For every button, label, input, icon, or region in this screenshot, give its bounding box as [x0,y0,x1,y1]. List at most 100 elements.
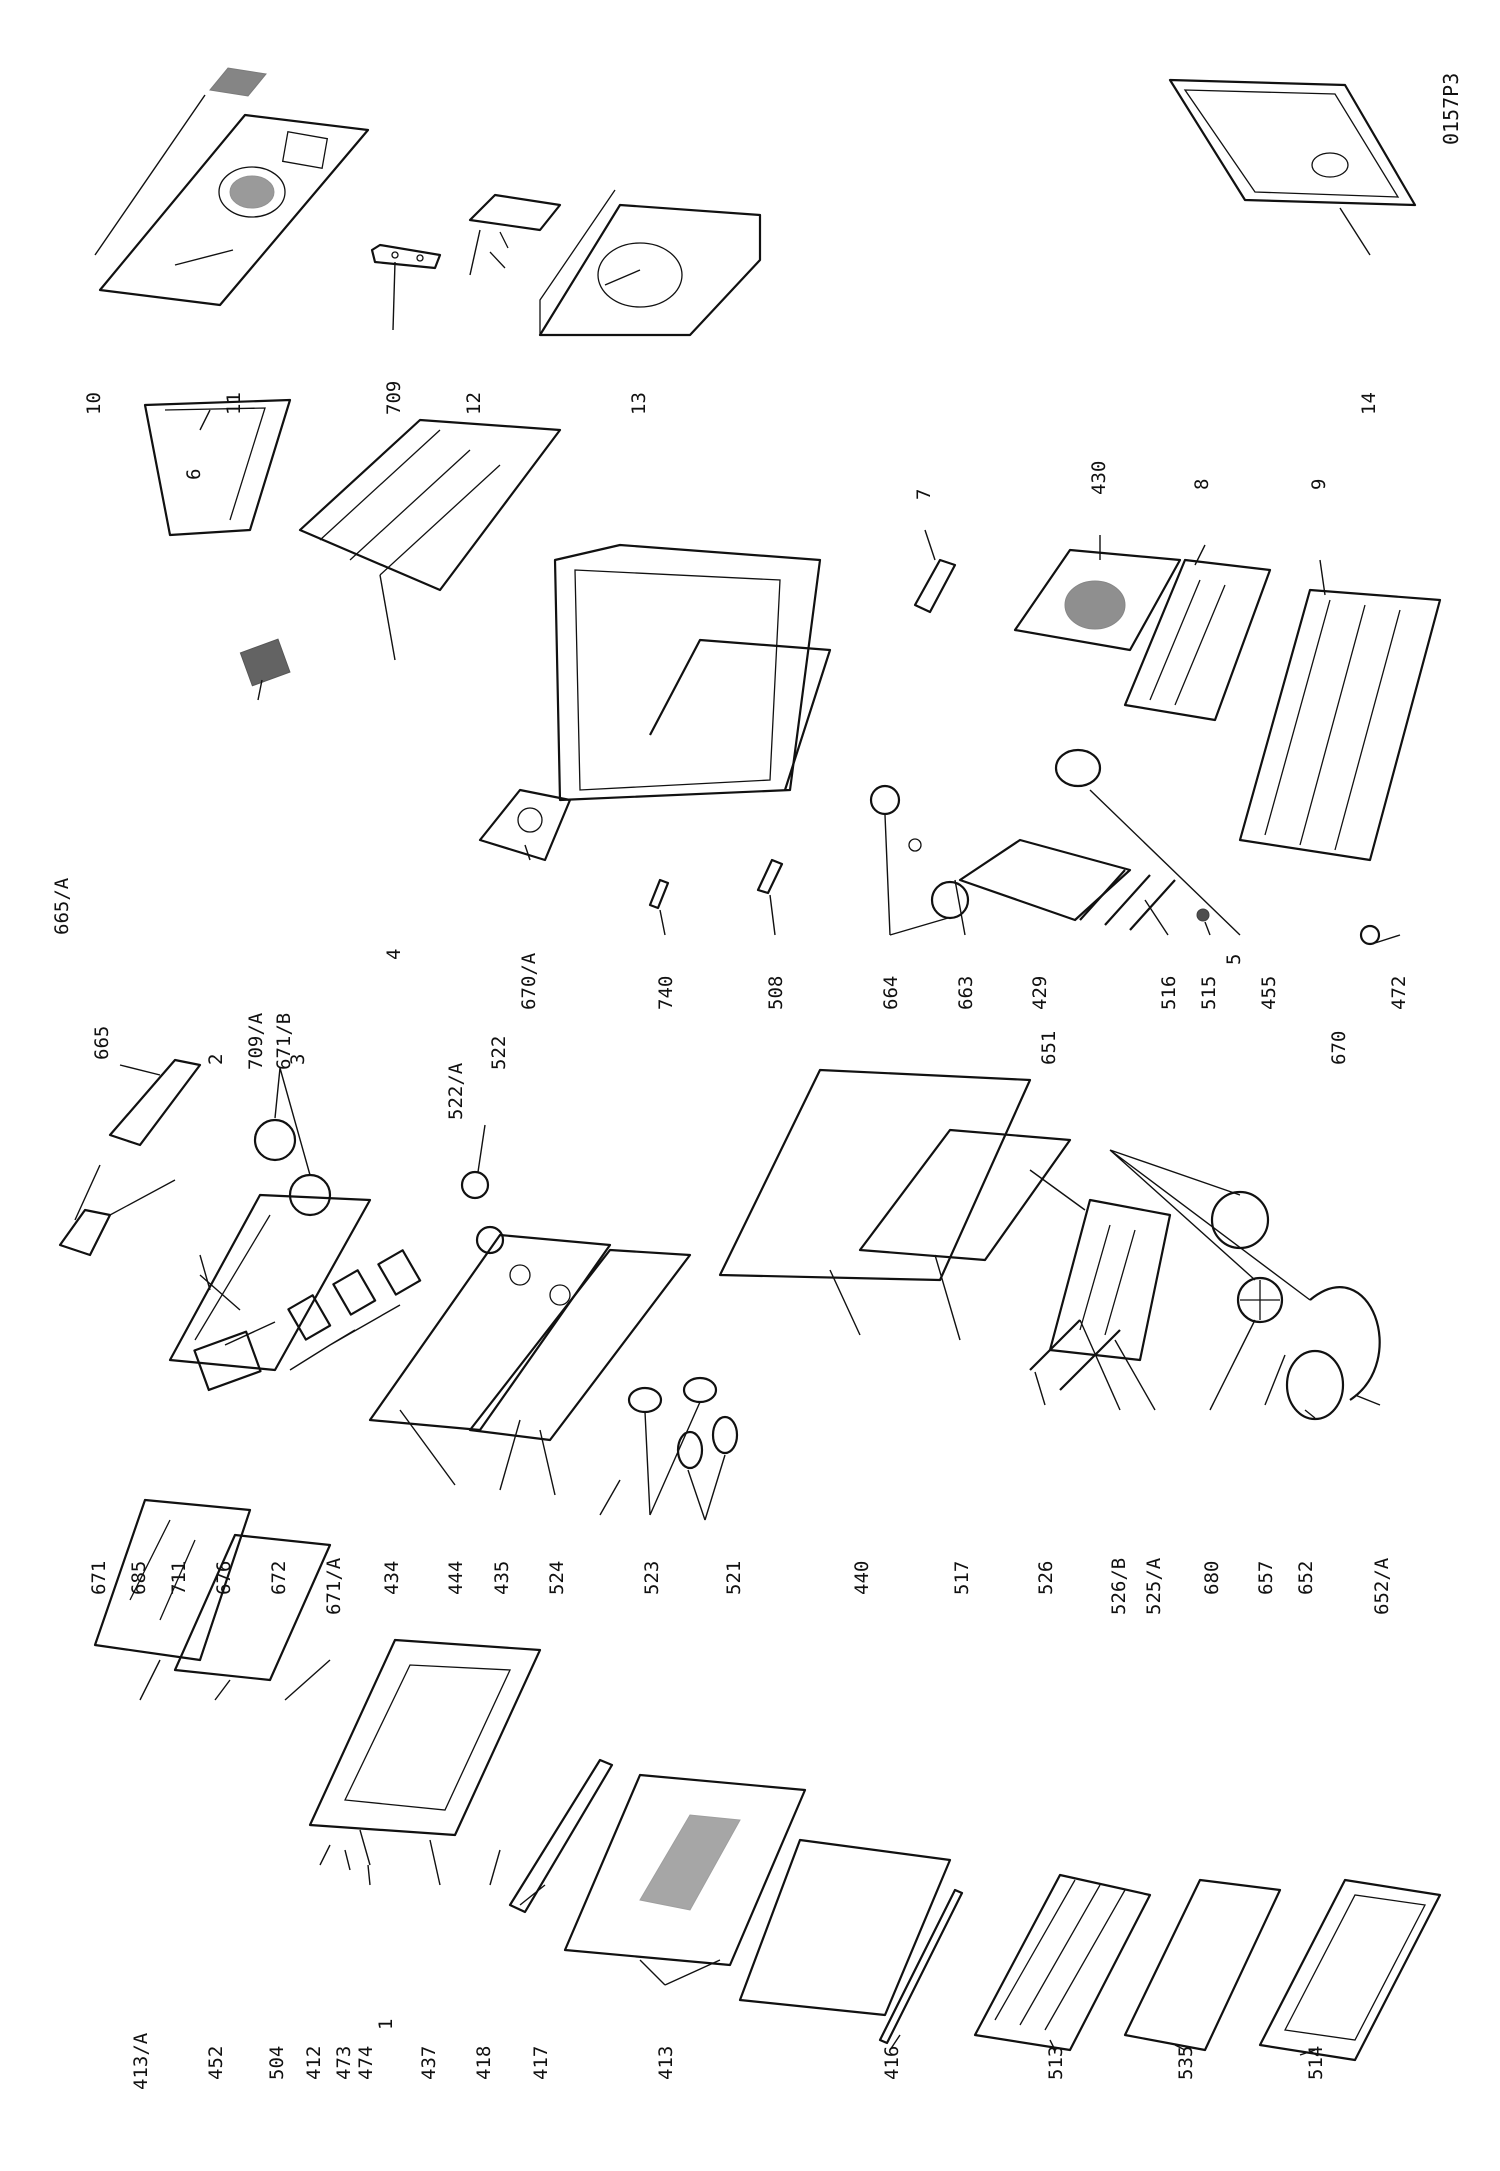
part-clip-508 [756,858,784,895]
part-bracket-12 [468,193,562,269]
label-526: 526 [1035,1561,1057,1595]
label-1: 1 [375,2019,397,2030]
part-door-inner-413 [563,1773,807,1967]
part-cable-665A [58,1179,176,1257]
label-665: 665 [91,1026,113,1060]
part-door-panel-inner [738,1838,952,2017]
label-418: 418 [473,2046,495,2080]
part-door-glass-413A [93,1498,252,1662]
part-fan-housing-13 [538,189,762,337]
label-665A: 665/A [51,877,73,935]
part-lamp-holder-664 [869,784,970,920]
part-hinge-strip-416 [878,1888,964,2045]
label-417: 417 [530,2046,552,2080]
label-8: 8 [1191,479,1213,490]
part-inner-back-14 [1168,78,1417,207]
label-11: 11 [223,392,245,415]
label-2: 2 [205,1054,227,1065]
part-grill-element-517 [858,1128,1072,1262]
part-terminal-block-665 [108,1058,202,1147]
label-429: 429 [1029,976,1051,1010]
label-473: 473 [333,2046,355,2080]
part-timer-676 [193,1330,262,1392]
label-651: 651 [1038,1031,1060,1065]
part-switch-709A [239,638,291,687]
label-535: 535 [1175,2046,1197,2080]
part-control-panel-711 [168,1193,372,1372]
label-740: 740 [655,976,677,1010]
part-front-panel-434 [368,1233,612,1432]
part-hinge-7 [913,558,957,614]
part-wire-rack-513 [973,1873,1152,2052]
label-513: 513 [1045,2046,1067,2080]
label-7: 7 [913,489,935,500]
label-670: 670 [1328,1031,1350,1065]
parts-artwork [58,67,1442,2062]
part-oven-cavity [553,543,832,802]
label-657: 657 [1255,1561,1277,1595]
part-knob-caps-521 [676,1415,739,1470]
label-526B: 526/B [1108,1558,1130,1615]
part-heating-element-652A [1309,1286,1381,1401]
part-roasting-pan-514 [1258,1878,1442,2062]
label-472: 472 [1388,976,1410,1010]
label-670A: 670/A [518,952,540,1010]
part-knobs-523 [627,1376,718,1414]
label-6: 6 [183,469,205,480]
part-side-panel-4 [298,418,562,592]
label-663: 663 [955,976,977,1010]
label-452: 452 [205,2046,227,2080]
label-676: 676 [213,1561,235,1595]
part-rails-516 [1079,869,1176,931]
label-444: 444 [445,1561,467,1595]
part-grill-element-651 [1048,1198,1172,1362]
label-522A: 522/A [445,1062,467,1120]
part-selector-switches-671A [287,1249,422,1341]
label-671B: 671/B [273,1013,295,1070]
label-474: 474 [355,2046,377,2080]
label-671A: 671/A [323,1557,345,1615]
label-517: 517 [951,1561,973,1595]
part-lamp-522 [460,1170,505,1255]
part-door-handle-417 [508,1758,614,1914]
leader-lines [74,94,1401,2056]
part-element-526 [1029,1319,1121,1391]
part-fan-blade-680 [1236,1276,1284,1324]
label-440: 440 [851,1561,873,1595]
part-bracket-709 [370,243,442,270]
label-4: 4 [383,949,405,960]
part-fan-motor-670 [1210,1190,1270,1250]
part-knob-671B [253,1118,332,1217]
part-labels: 10 11 709 12 13 14 6 4 709/A 670/A 7 430… [51,381,1410,2090]
label-652: 652 [1295,1561,1317,1595]
label-413: 413 [655,2046,677,2080]
part-side-panel-9 [1238,588,1442,862]
label-522: 522 [488,1036,510,1070]
part-glass-seal-452 [173,1533,332,1682]
part-top-strip-6 [143,398,292,537]
label-711: 711 [168,1561,190,1595]
label-521: 521 [723,1561,745,1595]
label-525A: 525/A [1143,1557,1165,1615]
label-430: 430 [1088,461,1110,495]
part-circular-element-652 [1285,1349,1345,1421]
label-523: 523 [641,1561,663,1595]
part-door-seal-440 [718,1068,1032,1282]
part-cover-plate-663 [958,838,1132,922]
part-screw-740 [648,878,670,910]
label-652A: 652/A [1371,1557,1393,1615]
label-709: 709 [383,381,405,415]
label-671: 671 [88,1561,110,1595]
label-515: 515 [1198,976,1220,1010]
part-baking-tray-535 [1123,1878,1282,2052]
label-435: 435 [491,1561,513,1595]
label-10: 10 [83,392,105,415]
label-412: 412 [303,2046,325,2080]
label-14: 14 [1358,392,1380,415]
part-thermostat-670A [478,788,572,862]
label-680: 680 [1201,1561,1223,1595]
part-shelf-support-8 [1123,558,1272,722]
label-13: 13 [628,392,650,415]
part-rear-fan-plate-430 [1013,548,1182,652]
